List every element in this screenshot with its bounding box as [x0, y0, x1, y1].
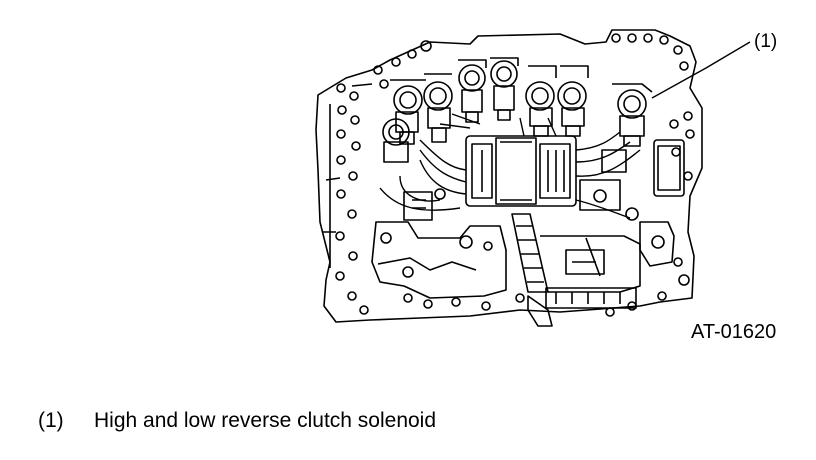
solenoid [393, 85, 423, 145]
solenoid [525, 81, 555, 137]
solenoid [423, 81, 453, 143]
figure-code: AT-01620 [691, 321, 777, 343]
solenoid [557, 81, 587, 137]
legend-number: (1) [38, 409, 64, 432]
solenoid [490, 60, 518, 121]
plate-bolt-holes [335, 33, 695, 317]
valve-body-plate [315, 29, 703, 323]
high-low-reverse-clutch-solenoid [617, 89, 647, 147]
lower-left-plate [371, 221, 507, 299]
legend-text: High and low reverse clutch solenoid [94, 409, 437, 432]
central-connector [465, 135, 577, 207]
callout-1-label: (1) [754, 31, 778, 52]
callout-1-leader [651, 41, 751, 99]
wiring-harness [379, 113, 641, 219]
solenoid-group [382, 57, 653, 163]
solenoid [458, 64, 486, 123]
legend-item-1: (1) High and low reverse clutch solenoid [38, 410, 436, 431]
solenoid [382, 118, 410, 163]
lower-right-bracket [527, 235, 641, 327]
